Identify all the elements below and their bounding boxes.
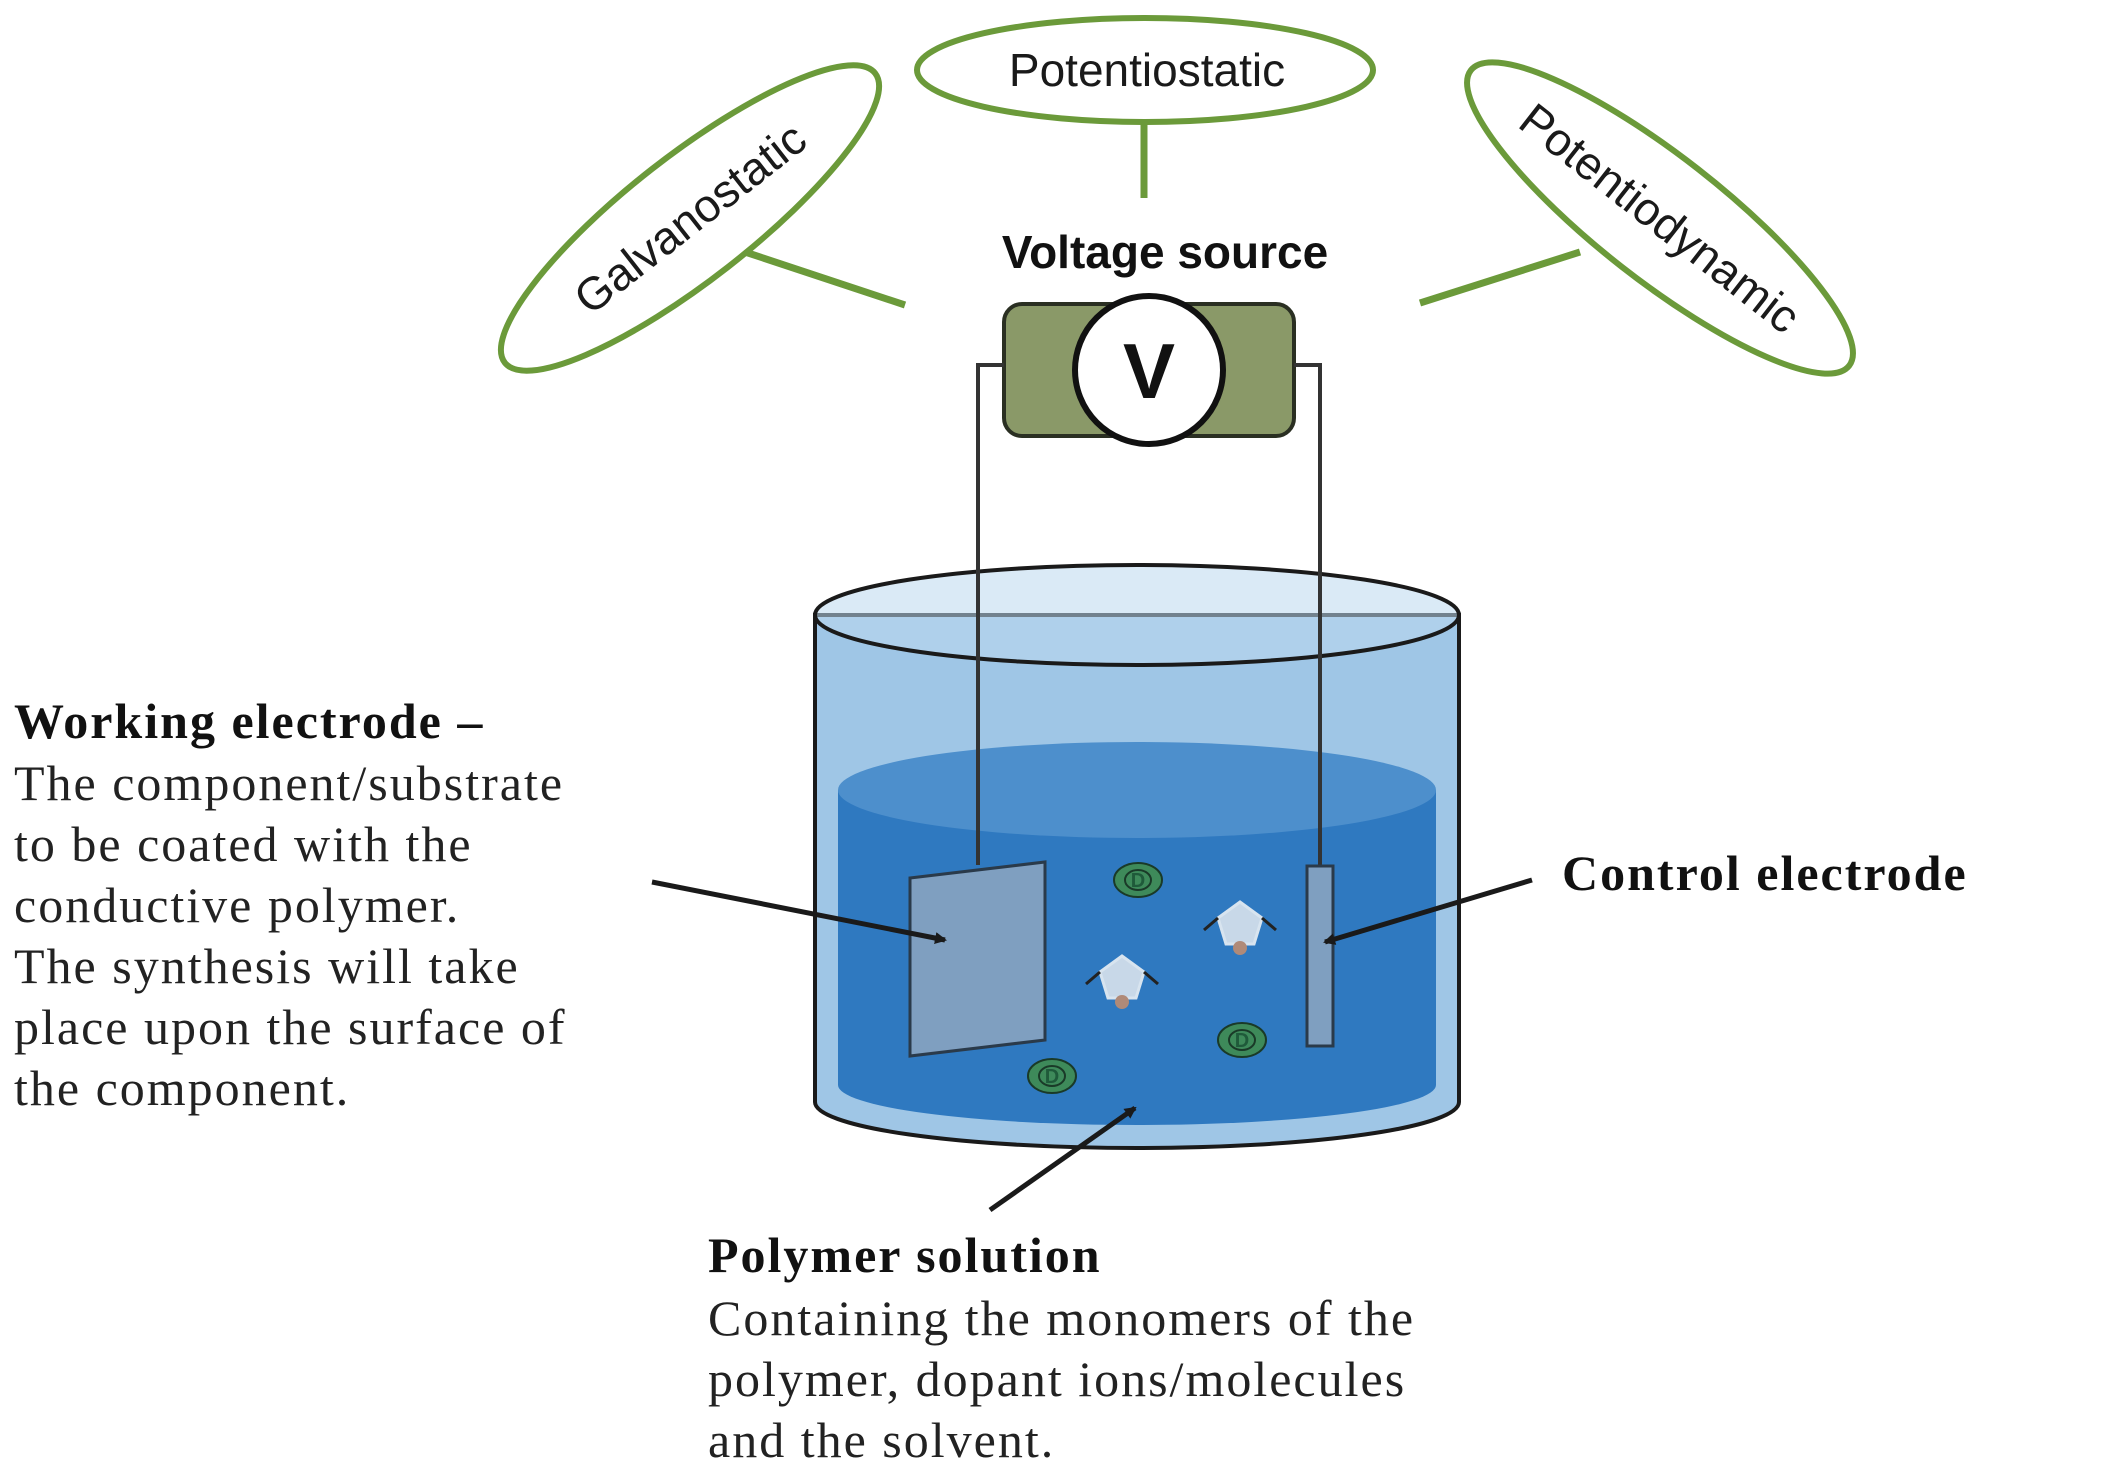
working-electrode-line: place upon the surface of bbox=[14, 999, 567, 1055]
control-electrode-rod bbox=[1305, 864, 1335, 1048]
svg-text:D: D bbox=[1045, 1066, 1059, 1088]
mode-potentiodynamic: Potentiodynamic bbox=[1464, 59, 1856, 377]
polymer-solution-description: Polymer solution Containing the monomers… bbox=[708, 1227, 1415, 1468]
galvanostatic-connector bbox=[743, 248, 907, 309]
potentiodynamic-connector bbox=[1418, 248, 1582, 307]
working-electrode-title: Working electrode – bbox=[14, 693, 484, 749]
working-electrode-description: Working electrode – The component/substr… bbox=[14, 693, 567, 1116]
svg-text:D: D bbox=[1131, 870, 1145, 892]
svg-text:D: D bbox=[1235, 1030, 1249, 1052]
control-electrode-title: Control electrode bbox=[1562, 845, 1968, 901]
working-electrode-line: The synthesis will take bbox=[14, 938, 520, 994]
polymer-solution-arrow bbox=[988, 1105, 1137, 1213]
voltmeter-symbol: V bbox=[1123, 327, 1175, 415]
voltmeter: V bbox=[1002, 293, 1296, 447]
working-electrode-line: conductive polymer. bbox=[14, 877, 460, 933]
working-electrode-line: The component/substrate bbox=[14, 755, 564, 811]
beaker-rim bbox=[813, 563, 1461, 667]
voltmeter-dial-icon bbox=[1072, 293, 1226, 447]
dopant-ion: D bbox=[1113, 862, 1163, 898]
polymer-solution-line: Containing the monomers of the bbox=[708, 1290, 1415, 1346]
mode-galvanostatic: Galvanostatic bbox=[497, 62, 883, 374]
monomer-molecule-icon bbox=[1203, 900, 1277, 955]
dopant-ion: D bbox=[1217, 1022, 1267, 1058]
polymer-solution-title: Polymer solution bbox=[708, 1227, 1102, 1283]
mode-potentiostatic: Potentiostatic bbox=[914, 15, 1376, 125]
voltage-source-title: Voltage source bbox=[1002, 226, 1328, 278]
solution-surface bbox=[838, 742, 1436, 838]
dopant-ion: D bbox=[1027, 1058, 1077, 1094]
mode-potentiostatic-label: Potentiostatic bbox=[1009, 44, 1285, 96]
working-electrode-line: the component. bbox=[14, 1060, 350, 1116]
working-electrode-line: to be coated with the bbox=[14, 816, 473, 872]
working-electrode-arrow bbox=[651, 879, 947, 944]
control-electrode-arrow bbox=[1323, 877, 1533, 945]
monomer-molecule-icon bbox=[1085, 954, 1159, 1009]
polymer-solution-line: polymer, dopant ions/molecules bbox=[708, 1351, 1406, 1407]
working-electrode-plate bbox=[908, 860, 1047, 1058]
polymer-solution-line: and the solvent. bbox=[708, 1412, 1055, 1468]
mode-potentiodynamic-label: Potentiodynamic bbox=[1510, 93, 1810, 343]
beaker bbox=[813, 560, 1461, 1150]
